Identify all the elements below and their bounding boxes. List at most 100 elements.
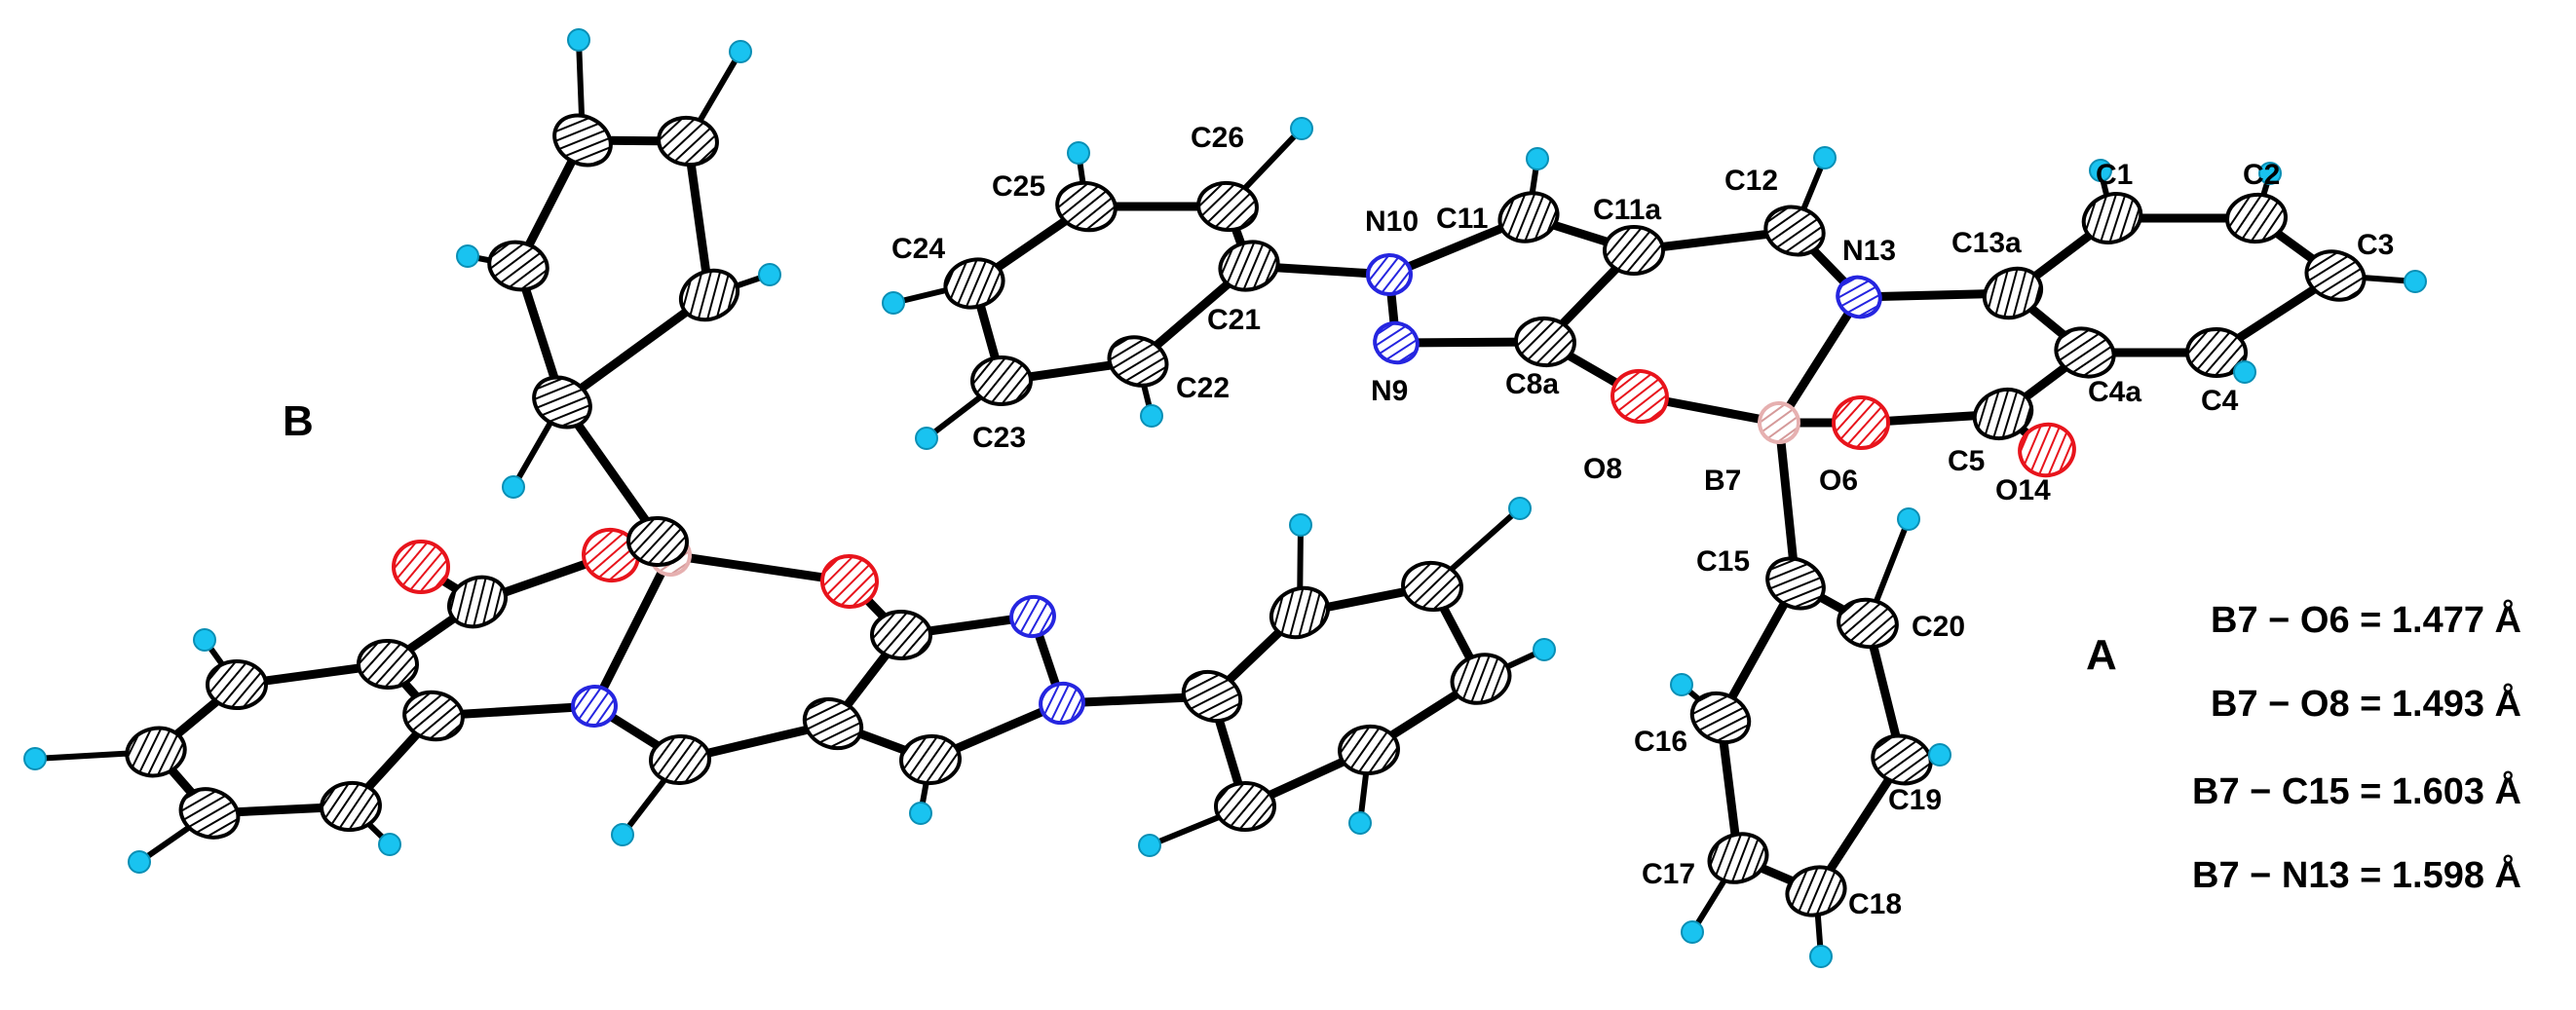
atom-label-c4: C4 xyxy=(2201,385,2239,417)
atom-label-c4a: C4a xyxy=(2088,376,2141,408)
atom-c24 xyxy=(943,257,1005,310)
atom-label-n10: N10 xyxy=(1365,206,1419,238)
atom-bc23 xyxy=(1214,781,1276,832)
atom-label-o14: O14 xyxy=(1995,474,2051,506)
atom-label-c11: C11 xyxy=(1436,203,1488,235)
atom-bc20 xyxy=(1401,560,1463,613)
atom-label-c5: C5 xyxy=(1948,445,1985,477)
hydrogen-atom xyxy=(1533,638,1556,661)
atom-label-c12: C12 xyxy=(1724,165,1778,197)
atom-c22 xyxy=(1107,335,1169,388)
atom-c15 xyxy=(1765,556,1826,611)
atom-label-c11a: C11a xyxy=(1593,194,1661,226)
hydrogen-atom xyxy=(1813,146,1837,169)
hydrogen-atom xyxy=(915,427,938,450)
hydrogen-atom xyxy=(1928,743,1951,767)
atom-c19 xyxy=(1871,733,1933,786)
atom-label-c20: C20 xyxy=(1912,611,1965,643)
bond-c16-c15 xyxy=(1716,579,1800,723)
atom-bc14 xyxy=(487,240,549,292)
bond-bb-bo3 xyxy=(665,550,854,586)
atom-c11 xyxy=(1497,191,1560,243)
atom-c11a xyxy=(1603,225,1665,276)
atom-bc11 xyxy=(320,780,382,833)
bond-length-b7-o6: B7 − O6 = 1.477 Å xyxy=(2211,598,2521,641)
atom-bc7 xyxy=(357,638,419,691)
atom-o6 xyxy=(1832,394,1890,451)
atom-ellipsoids xyxy=(23,28,2427,968)
atom-o14 xyxy=(2018,422,2076,478)
atom-c25 xyxy=(1055,180,1118,233)
atom-c18 xyxy=(1785,865,1847,917)
molecule-a-atom-labels: C1 C2 C3 C4 C4a C5 O6 B7 O8 C8a N9 N10 C… xyxy=(891,122,2394,920)
bond-length-b7-c15: B7 − C15 = 1.603 Å xyxy=(2192,769,2521,812)
atom-bc8 xyxy=(206,659,268,710)
molecule-label-b: B xyxy=(283,397,314,445)
atom-label-n13: N13 xyxy=(1842,235,1896,267)
hydrogen-atom xyxy=(758,263,781,286)
atom-bc4 xyxy=(802,696,864,751)
atom-c4a xyxy=(2054,326,2116,379)
bond-n13-b7 xyxy=(1774,292,1864,428)
atom-bc16 xyxy=(657,115,719,168)
hydrogen-atom xyxy=(2258,162,2282,185)
atom-label-c22: C22 xyxy=(1176,372,1230,404)
atom-label-c8a: C8a xyxy=(1505,368,1559,400)
hydrogen-atom xyxy=(567,28,590,52)
hydrogen-atom xyxy=(1289,513,1312,537)
atom-label-c17: C17 xyxy=(1642,858,1695,890)
atom-c20 xyxy=(1837,597,1899,650)
atom-n10 xyxy=(1366,252,1413,297)
hydrogen-atom xyxy=(1681,920,1704,944)
atom-bc22 xyxy=(1338,724,1400,776)
atom-c4 xyxy=(2185,326,2248,379)
atom-c16 xyxy=(1689,691,1752,745)
atom-bc1 xyxy=(447,575,508,629)
atom-n13 xyxy=(1836,275,1882,319)
atom-c2 xyxy=(2225,192,2288,244)
hydrogen-atom xyxy=(1067,141,1090,165)
hydrogen-atom xyxy=(1526,147,1549,170)
atom-c13a xyxy=(1982,266,2044,320)
hydrogen-atom xyxy=(1348,811,1372,835)
atom-label-c19: C19 xyxy=(1888,784,1942,816)
hydrogen-atom xyxy=(909,802,932,825)
hydrogen-atom xyxy=(128,850,151,874)
atom-bo1 xyxy=(392,540,450,594)
atom-bc21 xyxy=(1450,653,1512,705)
atom-bn1 xyxy=(1009,594,1056,639)
hydrogen-atom xyxy=(2404,270,2427,293)
hydrogen-atom xyxy=(1290,117,1313,140)
hydrogen-atom xyxy=(2233,360,2256,384)
hydrogen-atom xyxy=(882,291,905,315)
hydrogen-atom xyxy=(378,833,401,856)
atom-label-o8: O8 xyxy=(1583,453,1622,485)
atom-bc5 xyxy=(649,733,711,786)
atom-label-c15: C15 xyxy=(1696,545,1750,578)
atom-c23 xyxy=(970,355,1033,407)
atom-label-c24: C24 xyxy=(891,233,945,265)
atom-bc19 xyxy=(1269,585,1331,640)
hydrogen-atom xyxy=(2089,159,2112,182)
atom-label-c2: C2 xyxy=(2243,159,2280,191)
hydrogen-atom xyxy=(1508,497,1532,520)
atom-b7 xyxy=(1758,401,1800,444)
atom-label-n9: N9 xyxy=(1371,375,1408,407)
atom-c26 xyxy=(1196,180,1259,233)
hydrogen-atom xyxy=(1670,673,1693,696)
atom-bc3 xyxy=(899,733,962,786)
atom-c8a xyxy=(1514,316,1576,368)
atom-label-b7: B7 xyxy=(1704,465,1741,497)
atom-bc13 xyxy=(532,375,592,430)
atom-c3 xyxy=(2304,249,2367,302)
bond-length-b7-n13: B7 − N13 = 1.598 Å xyxy=(2192,853,2521,896)
hydrogen-atom xyxy=(1138,834,1161,857)
atom-bc2 xyxy=(870,609,932,661)
atom-bc18 xyxy=(1181,669,1243,724)
atom-bc10 xyxy=(178,787,241,840)
atom-c5 xyxy=(1972,387,2034,441)
atom-label-c23: C23 xyxy=(972,422,1026,454)
hydrogen-atom xyxy=(1809,945,1833,968)
hydrogen-atom xyxy=(1140,404,1163,428)
